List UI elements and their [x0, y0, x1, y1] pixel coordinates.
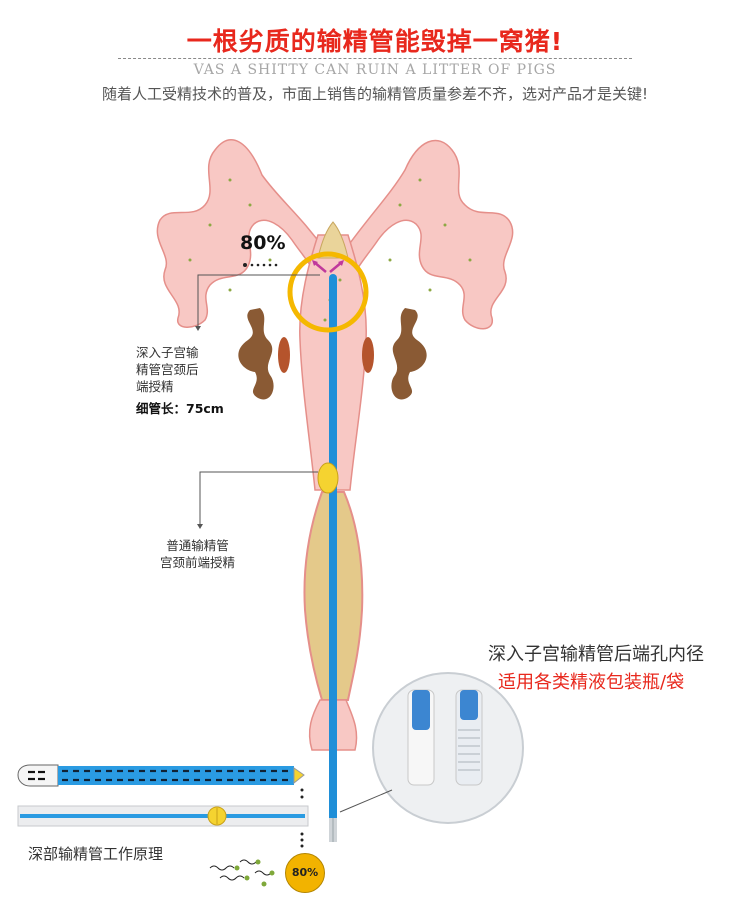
working-principle-label: 深部输精管工作原理 — [28, 845, 164, 863]
catheter-handle — [17, 764, 59, 787]
cervix-tip — [317, 221, 349, 259]
deep-label-line-2: 精管宫颈后 — [136, 362, 199, 377]
cervix-ring — [317, 462, 339, 494]
normal-label-line-1: 普通输精管 — [166, 538, 229, 553]
normal-label-line-2: 宫颈前端授精 — [160, 555, 236, 570]
percent-badge: 80% — [285, 853, 325, 893]
normal-catheter-label: 普通输精管 宫颈前端授精 — [160, 537, 235, 571]
compat-subtitle: 适用各类精液包装瓶/袋 — [498, 672, 685, 693]
deep-pointer-line — [197, 274, 320, 330]
normal-pointer-line — [199, 471, 318, 528]
right-ovary — [391, 308, 427, 400]
page-title: 一根劣质的输精管能毁掉一窝猪! — [186, 27, 564, 56]
subtitle-english: VAS A SHITTY CAN RUIN A LITTER OF PIGS — [193, 62, 557, 78]
title-divider — [118, 58, 632, 59]
subtitle-chinese: 随着人工受精技术的普及，市面上销售的输精管质量参差不齐，选对产品才是关键! — [101, 85, 649, 103]
deep-catheter-label: 深入子宫输 精管宫颈后 端授精 — [136, 344, 199, 395]
inner-diameter-title: 深入子宫输精管后端孔内径 — [488, 644, 704, 665]
left-ovary — [238, 308, 274, 400]
top-percent: 80% — [240, 232, 286, 254]
sperm-swimmers — [209, 859, 272, 881]
deep-label-line-1: 深入子宫输 — [136, 345, 199, 360]
deep-label-line-3: 端授精 — [136, 379, 174, 394]
tube-length-label: 细管长：75cm — [136, 401, 224, 416]
highlight-ring — [287, 251, 369, 333]
spring-tube — [58, 766, 294, 785]
magnifier-pointer — [339, 789, 393, 813]
left-ovary-lobe — [278, 337, 290, 373]
uterine-horns — [156, 139, 514, 330]
bottom-dot-connector — [300, 788, 304, 848]
magnifier-circle — [372, 672, 524, 824]
right-ovary-lobe — [362, 337, 374, 373]
dot-indicator — [243, 263, 278, 267]
